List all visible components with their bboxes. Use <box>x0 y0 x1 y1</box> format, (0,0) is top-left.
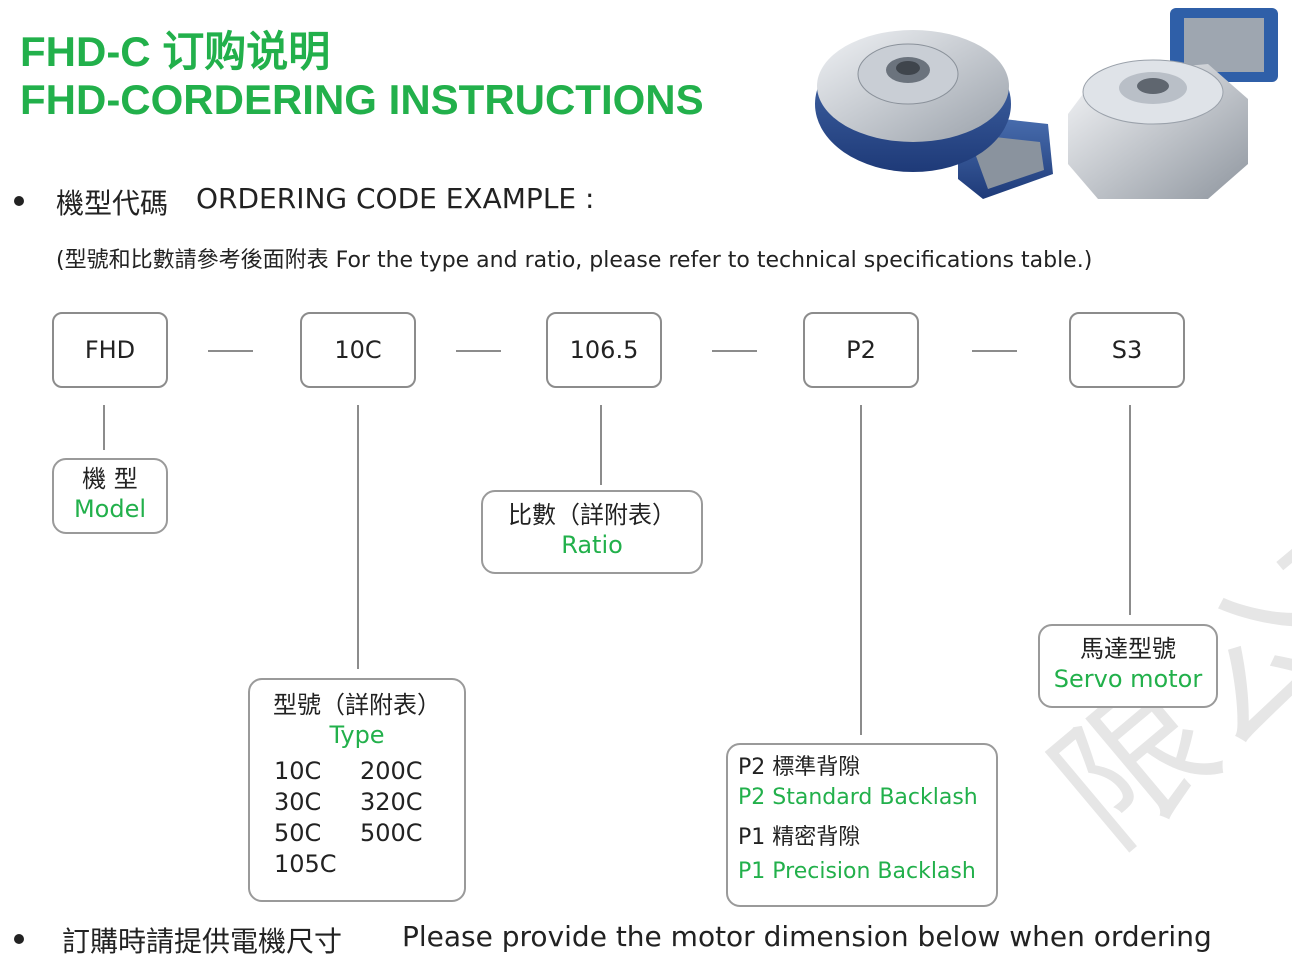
model-label-zh: 機 型 <box>82 465 138 493</box>
model-label-box: 機 型 Model <box>52 458 168 534</box>
page-title-line1: FHD-C 订购说明 <box>20 28 331 75</box>
code-segment-type: 10C <box>300 312 416 388</box>
type-value: 10C <box>274 757 322 785</box>
ratio-label-zh: 比數（詳附表） <box>508 501 676 529</box>
connector-line <box>103 405 105 450</box>
bullet-dot <box>14 196 24 206</box>
separator-dash <box>712 350 757 352</box>
type-label-en: Type <box>329 721 385 749</box>
p2-label-zh: P2 標準背隙 <box>738 755 861 780</box>
type-value: 200C <box>360 757 423 785</box>
motor-dimension-note-zh: 訂購時請提供電機尺寸 <box>62 925 343 958</box>
type-values-grid: 10C 200C 30C 320C 50C 500C 105C <box>256 756 464 880</box>
type-value: 320C <box>360 788 423 816</box>
bullet-dot <box>14 934 24 944</box>
separator-dash <box>208 350 253 352</box>
model-label-en: Model <box>73 495 147 523</box>
code-segment-backlash: P2 <box>803 312 919 388</box>
reference-note: (型號和比數請參考後面附表 For the type and ratio, pl… <box>56 248 1093 273</box>
type-value: 105C <box>274 850 337 878</box>
product-image-blue <box>808 14 1058 204</box>
type-label-box: 型號（詳附表） Type 10C 200C 30C 320C 50C 500C … <box>248 678 466 902</box>
servo-label-zh: 馬達型號 <box>1080 635 1176 663</box>
backlash-label-box: P2 標準背隙 P2 Standard Backlash P1 精密背隙 P1 … <box>726 743 998 907</box>
ordering-code-heading-en: ORDERING CODE EXAMPLE : <box>196 182 595 215</box>
ratio-label-box: 比數（詳附表） Ratio <box>481 490 703 574</box>
type-label-zh: 型號（詳附表） <box>273 691 441 719</box>
connector-line <box>357 405 359 669</box>
connector-line <box>600 405 602 485</box>
type-value: 50C <box>274 819 322 847</box>
type-value: 30C <box>274 788 322 816</box>
p2-label-en: P2 Standard Backlash <box>738 785 978 810</box>
code-segment-model: FHD <box>52 312 168 388</box>
separator-dash <box>972 350 1017 352</box>
ordering-code-heading-zh: 機型代碼 <box>56 187 169 220</box>
servo-label-en: Servo motor <box>1053 665 1203 693</box>
ratio-label-en: Ratio <box>561 531 623 559</box>
p1-label-en: P1 Precision Backlash <box>738 859 976 884</box>
type-value: 500C <box>360 819 423 847</box>
servo-label-box: 馬達型號 Servo motor <box>1038 624 1218 708</box>
motor-dimension-note-en: Please provide the motor dimension below… <box>402 920 1212 953</box>
code-segment-ratio: 106.5 <box>546 312 662 388</box>
connector-line <box>1129 405 1131 615</box>
product-image-silver <box>1058 4 1283 204</box>
code-segment-servo: S3 <box>1069 312 1185 388</box>
connector-line <box>860 405 862 735</box>
p1-label-zh: P1 精密背隙 <box>738 825 861 850</box>
page-title-line2: FHD-CORDERING INSTRUCTIONS <box>20 76 704 123</box>
separator-dash <box>456 350 501 352</box>
